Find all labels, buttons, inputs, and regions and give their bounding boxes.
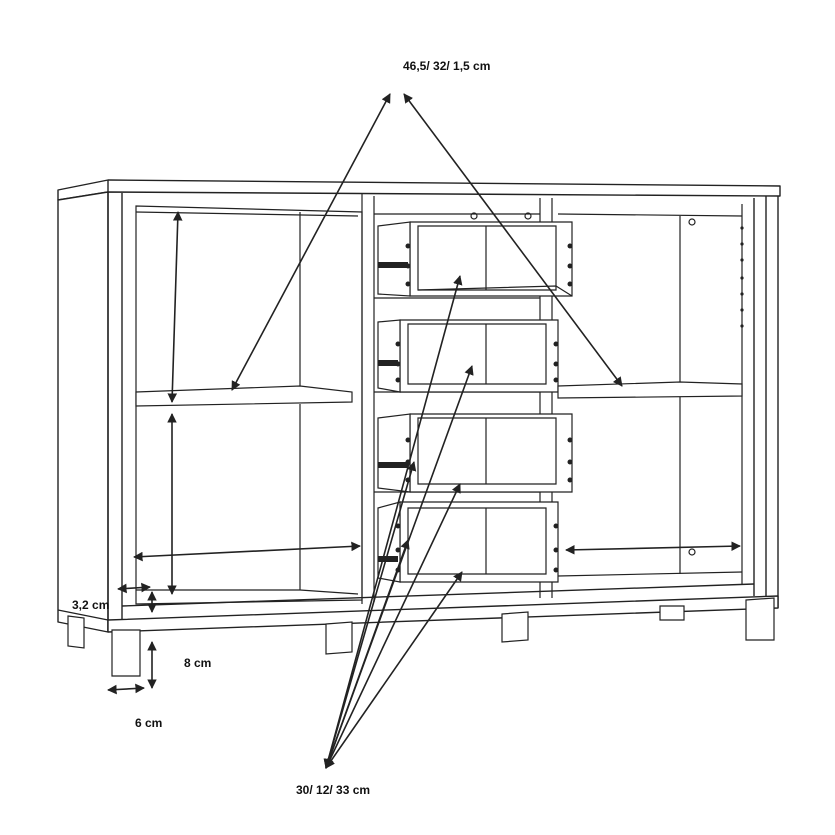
right-width-arrow bbox=[565, 541, 741, 555]
shelf-arrow-right bbox=[403, 93, 623, 387]
shelf-arrow-left bbox=[231, 93, 391, 391]
left-upper-height-arrow bbox=[167, 211, 183, 403]
drawer-4 bbox=[377, 501, 559, 583]
leg-height-label: 8 cm bbox=[184, 656, 212, 670]
drawers bbox=[377, 221, 573, 583]
legs bbox=[67, 597, 775, 677]
plinth-width-arrow bbox=[117, 582, 151, 594]
drawer-2 bbox=[377, 319, 559, 393]
dimension-arrows bbox=[107, 93, 741, 769]
leg-width-arrow bbox=[107, 683, 145, 695]
drawer-dimension-label: 30/ 12/ 33 cm bbox=[296, 783, 371, 797]
leg-width-label: 6 cm bbox=[135, 716, 163, 730]
left-compartment bbox=[135, 205, 363, 605]
left-width-arrow bbox=[133, 541, 361, 562]
plinth-thickness-label: 3,2 cm bbox=[72, 598, 110, 612]
drawer-arrow-6 bbox=[324, 539, 410, 769]
shelf-dimension-label: 46,5/ 32/ 1,5 cm bbox=[403, 59, 491, 73]
drawer-arrow-4 bbox=[325, 571, 463, 769]
